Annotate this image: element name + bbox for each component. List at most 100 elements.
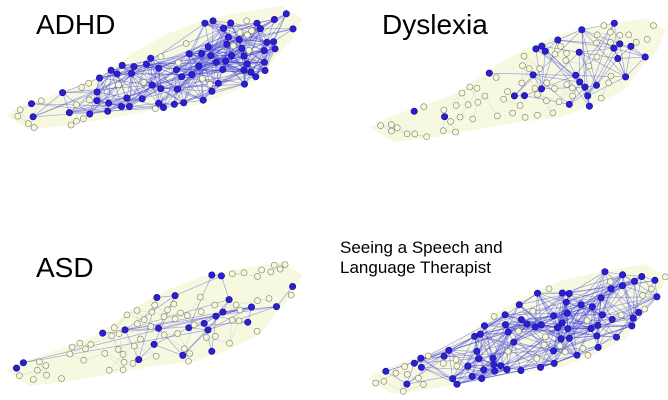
network-node-active (260, 58, 268, 66)
network-node-inactive (388, 127, 395, 135)
network-edge (96, 73, 118, 101)
network-edge (612, 312, 639, 320)
network-edge (108, 73, 132, 104)
network-edge (619, 43, 626, 77)
network-node-active (212, 58, 220, 66)
network-edge (579, 51, 626, 78)
network-edge (540, 347, 599, 368)
network-node-inactive (452, 356, 460, 363)
network-edge (553, 338, 570, 364)
network-node-inactive (541, 333, 549, 341)
network-node-inactive (15, 372, 23, 380)
network-edge (243, 55, 266, 71)
network-node-active (584, 92, 592, 100)
network-edge (131, 67, 159, 74)
network-edge (622, 285, 634, 319)
network-edge (241, 28, 261, 49)
network-node-active (204, 43, 212, 51)
network-edge (474, 336, 494, 359)
network-edge (592, 271, 606, 307)
network-edge (229, 320, 240, 344)
network-node-inactive (177, 309, 184, 317)
network-node-active (150, 340, 158, 348)
network-edge (215, 299, 230, 317)
network-node-active (618, 282, 626, 290)
network-node-inactive (245, 46, 253, 54)
network-node-active (185, 324, 193, 332)
network-edge (480, 324, 506, 335)
network-node-active (517, 316, 525, 324)
network-node-active (188, 71, 196, 79)
network-node-active (562, 298, 570, 306)
network-edge (264, 48, 276, 71)
network-edge (581, 297, 602, 306)
network-edge (133, 66, 204, 101)
network-edge (581, 29, 614, 49)
network-edge (480, 333, 555, 364)
network-node-active (195, 62, 203, 70)
network-edge (592, 306, 617, 338)
network-node-inactive (583, 317, 591, 324)
network-node-inactive (82, 345, 89, 353)
network-edge (131, 73, 143, 99)
network-node-inactive (393, 124, 401, 131)
network-edge (174, 275, 222, 296)
panel-label-adhd: ADHD (36, 9, 116, 40)
network-edge (448, 336, 475, 351)
network-node-inactive (452, 128, 459, 136)
network-node-active (587, 324, 595, 332)
network-edge (561, 293, 570, 323)
network-edge (505, 312, 568, 316)
network-edge (255, 50, 265, 77)
network-node-inactive (254, 297, 261, 305)
network-node-inactive (643, 35, 651, 43)
network-edge (566, 276, 642, 303)
network-edge (474, 336, 480, 359)
network-edge (116, 73, 128, 99)
network-edge (634, 281, 639, 313)
network-node-active (157, 85, 165, 93)
network-edge (569, 86, 586, 105)
network-node-active (491, 367, 499, 375)
network-edge (126, 73, 132, 99)
network-node-inactive (518, 79, 526, 87)
network-edge (580, 304, 592, 329)
network-edge (406, 314, 506, 385)
network-edge (218, 70, 266, 84)
network-node-active (217, 272, 225, 280)
network-edge (153, 344, 183, 356)
network-node-inactive (226, 339, 233, 347)
network-node-active (614, 54, 622, 62)
network-edge (484, 95, 498, 117)
network-node-active (594, 321, 602, 329)
network-node-inactive (120, 358, 128, 366)
network-node-active (510, 92, 518, 100)
network-node-inactive (607, 72, 615, 80)
network-edge (569, 85, 597, 105)
network-node-active (99, 329, 107, 337)
network-edge (484, 293, 570, 327)
network-edge (644, 288, 652, 310)
network-node-inactive (557, 42, 564, 50)
network-edge (110, 70, 122, 107)
network-edge (500, 296, 658, 367)
network-edge (107, 98, 143, 112)
network-node-active (214, 79, 222, 87)
network-edge (231, 55, 252, 73)
network-edge (176, 69, 245, 85)
network-edge (414, 355, 445, 364)
network-node-active (410, 107, 418, 115)
network-node-inactive (73, 101, 80, 108)
network-edge (129, 73, 132, 107)
network-node-inactive (123, 311, 131, 319)
network-edge (260, 28, 276, 50)
network-edge (146, 63, 178, 90)
network-edge (553, 327, 558, 351)
network-edge (597, 319, 613, 348)
network-edge (222, 69, 256, 78)
network-edge (241, 48, 266, 71)
network-edge (158, 53, 190, 69)
network-node-inactive (597, 94, 605, 102)
network-edge (452, 336, 475, 379)
